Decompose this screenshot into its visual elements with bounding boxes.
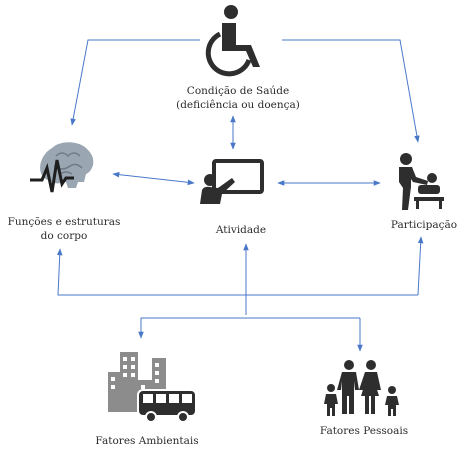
arrow-body-activity bbox=[112, 171, 195, 186]
body-functions-title: Funções e estruturas bbox=[7, 216, 121, 228]
health-condition-label: Condição de Saúde (deficiência ou doença… bbox=[176, 84, 300, 112]
arrow-to-environmental bbox=[138, 317, 360, 339]
wheelchair-icon bbox=[205, 5, 260, 77]
environmental-factors-label: Fatores Ambientais bbox=[95, 435, 199, 447]
arrow-health-to-body bbox=[70, 39, 200, 126]
activity-label: Atividade bbox=[215, 224, 267, 236]
health-condition-subtitle: (deficiência ou doença) bbox=[176, 99, 300, 111]
city-bus-icon bbox=[108, 352, 197, 423]
arrow-health-to-participation bbox=[282, 39, 420, 143]
brain-heartbeat-icon bbox=[30, 142, 94, 193]
baby-changing-icon bbox=[399, 153, 444, 210]
teacher-board-icon bbox=[200, 159, 264, 204]
body-functions-label: Funções e estruturas do corpo bbox=[8, 215, 121, 243]
arrow-bottom-to-participation bbox=[417, 236, 424, 296]
personal-factors-label: Fatores Pessoais bbox=[319, 425, 409, 437]
body-functions-subtitle: do corpo bbox=[40, 230, 88, 242]
health-condition-title: Condição de Saúde bbox=[186, 85, 290, 97]
participation-label: Participação bbox=[390, 219, 458, 231]
family-icon bbox=[324, 360, 399, 416]
arrow-bottom-to-body bbox=[56, 248, 418, 296]
